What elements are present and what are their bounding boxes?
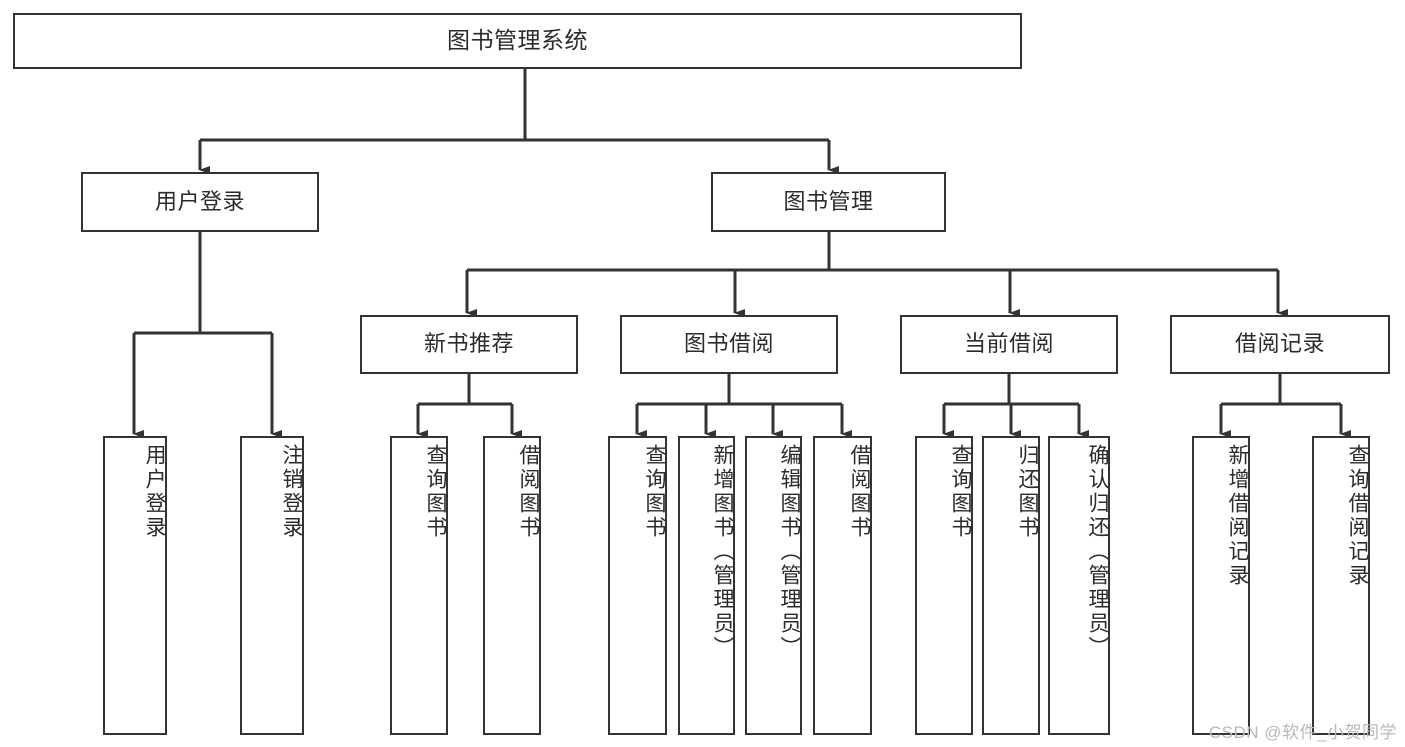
node-level2-1[interactable]: 图书管理 [711,172,946,232]
node-leaf-6[interactable]: 编辑图书（管理员） [745,436,802,735]
node-leaf-3[interactable]: 借阅图书 [483,436,541,735]
node-leaf-8[interactable]: 查询图书 [915,436,973,735]
node-leaf-2[interactable]: 查询图书 [390,436,448,735]
node-level3-1[interactable]: 图书借阅 [620,315,838,374]
node-label: 确认归还（管理员） [1086,444,1109,660]
node-leaf-4[interactable]: 查询图书 [608,436,667,735]
node-label: 归还图书 [1016,444,1039,540]
node-label: 编辑图书（管理员） [778,444,801,660]
node-label: 查询图书 [643,444,666,540]
node-level3-0[interactable]: 新书推荐 [360,315,578,374]
node-label: 注销登录 [280,444,303,540]
node-leaf-5[interactable]: 新增图书（管理员） [678,436,735,735]
node-root-system[interactable]: 图书管理系统 [13,13,1022,69]
node-level2-0[interactable]: 用户登录 [81,172,319,232]
node-label: 新增图书（管理员） [711,444,734,660]
node-label: 用户登录 [154,188,245,214]
node-label: 借阅图书 [848,444,871,540]
node-label: 用户登录 [143,444,166,540]
node-label: 图书借阅 [683,331,774,357]
edge-paths [132,69,1351,438]
node-level3-2[interactable]: 当前借阅 [900,315,1118,374]
node-label: 当前借阅 [963,331,1054,357]
node-leaf-7[interactable]: 借阅图书 [813,436,872,735]
node-label: 新书推荐 [423,331,514,357]
node-label: 借阅记录 [1234,331,1325,357]
node-leaf-0[interactable]: 用户登录 [103,436,167,735]
node-leaf-11[interactable]: 新增借阅记录 [1192,436,1250,735]
node-label: 借阅图书 [517,444,540,540]
node-label: 新增借阅记录 [1226,444,1249,588]
node-leaf-1[interactable]: 注销登录 [240,436,304,735]
csdn-watermark: CSDN @软件_小贺同学 [1208,723,1397,742]
node-leaf-9[interactable]: 归还图书 [982,436,1040,735]
node-label: 图书管理 [783,188,874,214]
node-leaf-12[interactable]: 查询借阅记录 [1312,436,1370,735]
node-label: 查询借阅记录 [1346,444,1369,588]
node-level3-3[interactable]: 借阅记录 [1170,315,1390,374]
node-leaf-10[interactable]: 确认归还（管理员） [1048,436,1110,735]
node-label: 查询图书 [949,444,972,540]
node-label: 查询图书 [424,444,447,540]
node-label: 图书管理系统 [447,27,588,54]
